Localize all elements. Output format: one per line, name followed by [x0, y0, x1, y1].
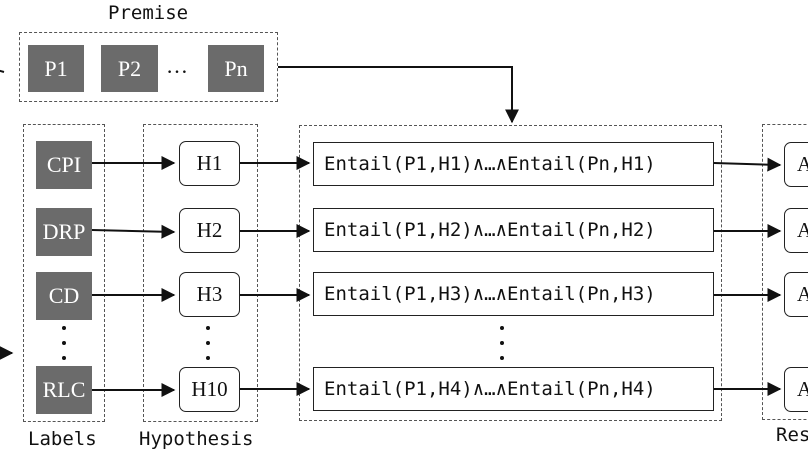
result-1: A	[784, 142, 808, 187]
label-rlc: RLC	[36, 366, 92, 414]
result-2: A	[784, 208, 808, 253]
hypothesis-h2: H2	[179, 208, 240, 253]
label-cpi: CPI	[36, 141, 92, 189]
premise-ellipsis: …	[166, 53, 188, 78]
hypothesis-h3: H3	[179, 272, 240, 317]
result-4: A	[784, 367, 808, 412]
premise-to-entailment-arrow	[278, 66, 519, 124]
entailment-row-3: Entail(P1,H3)∧…∧Entail(Pn,H3)	[313, 272, 714, 316]
entailment-row-4: Entail(P1,H4)∧…∧Entail(Pn,H4)	[313, 367, 714, 411]
result-3: A	[784, 272, 808, 317]
entailment-to-result-arrow-1	[713, 157, 782, 172]
premise-item-p1: P1	[28, 45, 84, 92]
incoming-arrow-premise	[0, 69, 5, 73]
entailment-group	[299, 125, 722, 421]
entailment-row-1: Entail(P1,H1)∧…∧Entail(Pn,H1)	[313, 142, 714, 186]
entailment-vertical-ellipsis	[500, 326, 504, 360]
label-drp: DRP	[36, 208, 92, 256]
hypothesis-caption: Hypothesis	[139, 428, 254, 450]
labels-caption: Labels	[28, 428, 97, 450]
hypothesis-h10: H10	[179, 367, 240, 412]
premise-group	[19, 32, 278, 102]
hypothesis-vertical-ellipsis	[206, 326, 210, 360]
hypothesis-h1: H1	[179, 141, 240, 186]
hypothesis-group	[143, 124, 258, 422]
label-cd: CD	[36, 272, 92, 320]
labels-vertical-ellipsis	[62, 326, 66, 360]
results-caption: Res	[776, 424, 808, 446]
entailment-row-2: Entail(P1,H2)∧…∧Entail(Pn,H2)	[313, 208, 714, 252]
label-to-hypothesis-arrow-2	[91, 224, 176, 239]
premise-item-p2: P2	[101, 45, 158, 92]
premise-caption: Premise	[108, 2, 189, 24]
labels-group	[23, 124, 105, 422]
premise-item-pn: Pn	[208, 45, 264, 92]
results-group	[762, 124, 808, 420]
